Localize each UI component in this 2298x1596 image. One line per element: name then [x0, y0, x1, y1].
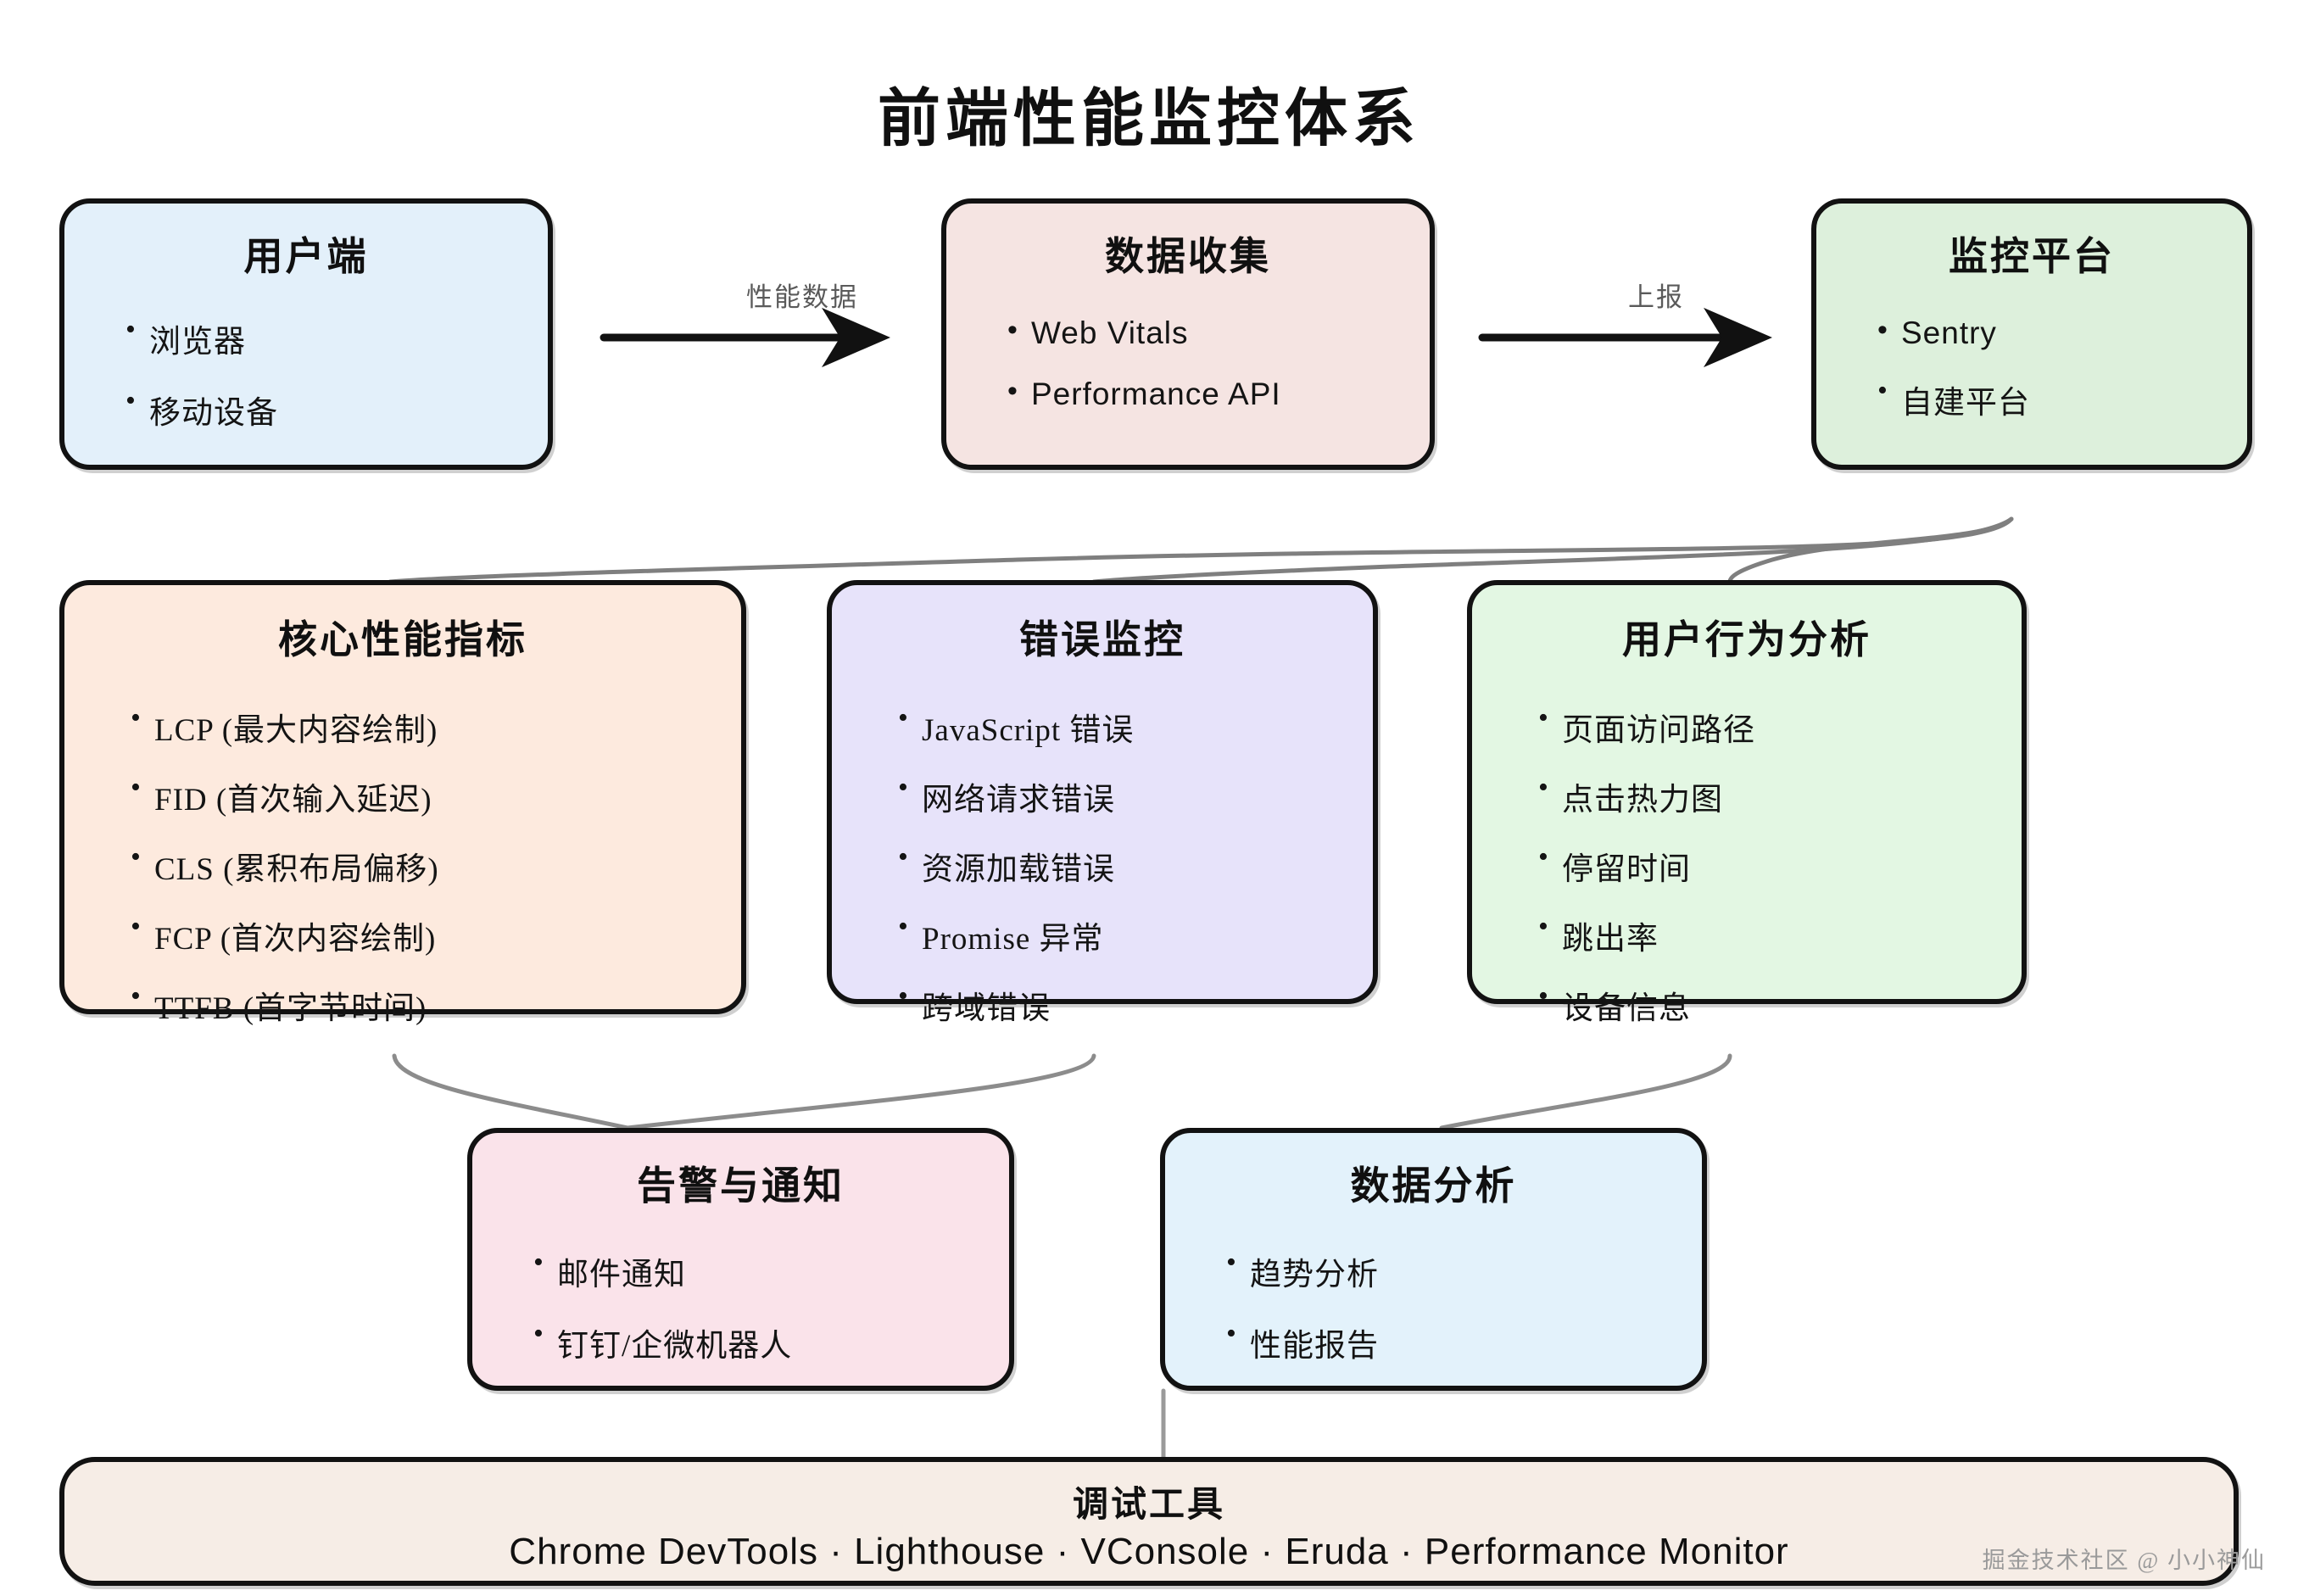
node-client[interactable]: 用户端 浏览器 移动设备	[59, 198, 553, 470]
edge-label-performance-data: 性能数据	[746, 282, 858, 312]
list-item: 跳出率	[1538, 911, 1993, 958]
node-error-monitoring-items: JavaScript 错误 网络请求错误 资源加载错误 Promise 异常 跨…	[898, 702, 1344, 1028]
list-item: 邮件通知	[533, 1247, 980, 1294]
list-item: 钉钉/企微机器人	[533, 1318, 980, 1365]
list-item: FCP (首次内容绘制)	[131, 911, 712, 958]
node-data-analysis-title: 数据分析	[1350, 1164, 1517, 1208]
list-item: Web Vitals	[1007, 314, 1401, 351]
curve-behavior-to-analysis	[1439, 1053, 1732, 1130]
list-item: CLS (累积布局偏移)	[131, 841, 712, 889]
list-item: 浏览器	[125, 314, 519, 361]
list-item: JavaScript 错误	[898, 702, 1344, 750]
curve-platform-to-metrics	[388, 516, 2014, 584]
node-data-analysis-items: 趋势分析 性能报告	[1226, 1247, 1673, 1365]
node-data-collection-items: Web Vitals Performance API	[1007, 314, 1401, 412]
node-alerts-and-notifications[interactable]: 告警与通知 邮件通知 钉钉/企微机器人	[467, 1128, 1014, 1391]
curve-metrics-to-alerts	[392, 1053, 630, 1130]
node-user-behavior-analysis-items: 页面访问路径 点击热力图 停留时间 跳出率 设备信息	[1538, 702, 1993, 1028]
list-item: 停留时间	[1538, 841, 1993, 889]
node-debug-tools[interactable]: 调试工具 Chrome DevTools · Lighthouse · VCon…	[59, 1457, 2239, 1586]
list-item: 自建平台	[1877, 375, 2218, 422]
edge-label-report: 上报	[1628, 282, 1684, 312]
node-user-behavior-analysis-title: 用户行为分析	[1622, 618, 1871, 661]
list-item: 资源加载错误	[898, 841, 1344, 889]
node-debug-tools-list: Chrome DevTools · Lighthouse · VConsole …	[509, 1531, 1789, 1572]
list-item: 网络请求错误	[898, 772, 1344, 819]
node-monitoring-platform-items: Sentry 自建平台	[1877, 314, 2218, 422]
node-error-monitoring-title: 错误监控	[1019, 618, 1185, 661]
node-core-performance-metrics[interactable]: 核心性能指标 LCP (最大内容绘制) FID (首次输入延迟) CLS (累积…	[59, 580, 746, 1026]
list-item: 移动设备	[125, 385, 519, 432]
list-item: Performance API	[1007, 375, 1401, 412]
node-alerts-and-notifications-items: 邮件通知 钉钉/企微机器人	[533, 1247, 980, 1365]
node-data-collection[interactable]: 数据收集 Web Vitals Performance API	[941, 198, 1435, 470]
list-item: LCP (最大内容绘制)	[131, 702, 712, 750]
node-alerts-and-notifications-title: 告警与通知	[637, 1164, 845, 1208]
list-item: 趋势分析	[1226, 1247, 1673, 1294]
list-item: Promise 异常	[898, 911, 1344, 958]
list-item: 性能报告	[1226, 1318, 1673, 1365]
node-data-collection-title: 数据收集	[1105, 235, 1271, 278]
list-item: Sentry	[1877, 314, 2218, 351]
node-monitoring-platform[interactable]: 监控平台 Sentry 自建平台	[1811, 198, 2252, 470]
curve-errors-to-alerts	[625, 1053, 1096, 1130]
node-core-performance-metrics-items: LCP (最大内容绘制) FID (首次输入延迟) CLS (累积布局偏移) F…	[131, 702, 712, 1028]
node-monitoring-platform-title: 监控平台	[1949, 235, 2115, 278]
node-client-items: 浏览器 移动设备	[125, 314, 519, 432]
curve-platform-to-behavior	[1727, 516, 2014, 584]
list-item: FID (首次输入延迟)	[131, 772, 712, 819]
list-item: 跨域错误	[898, 980, 1344, 1028]
node-user-behavior-analysis[interactable]: 用户行为分析 页面访问路径 点击热力图 停留时间 跳出率 设备信息	[1467, 580, 2027, 1026]
node-client-title: 用户端	[243, 235, 369, 278]
node-debug-tools-title: 调试工具	[1072, 1486, 1225, 1525]
list-item: 页面访问路径	[1538, 702, 1993, 750]
page-title: 前端性能监控体系	[878, 84, 1420, 154]
watermark: 掘金技术社区 @ 小小神仙	[1982, 1548, 2266, 1573]
curve-platform-to-errors	[1091, 516, 2014, 584]
list-item: TTFB (首字节时间)	[131, 980, 712, 1028]
node-core-performance-metrics-title: 核心性能指标	[278, 618, 527, 661]
node-error-monitoring[interactable]: 错误监控 JavaScript 错误 网络请求错误 资源加载错误 Promise…	[827, 580, 1378, 1026]
list-item: 设备信息	[1538, 980, 1993, 1028]
list-item: 点击热力图	[1538, 772, 1993, 819]
node-data-analysis[interactable]: 数据分析 趋势分析 性能报告	[1160, 1128, 1707, 1391]
